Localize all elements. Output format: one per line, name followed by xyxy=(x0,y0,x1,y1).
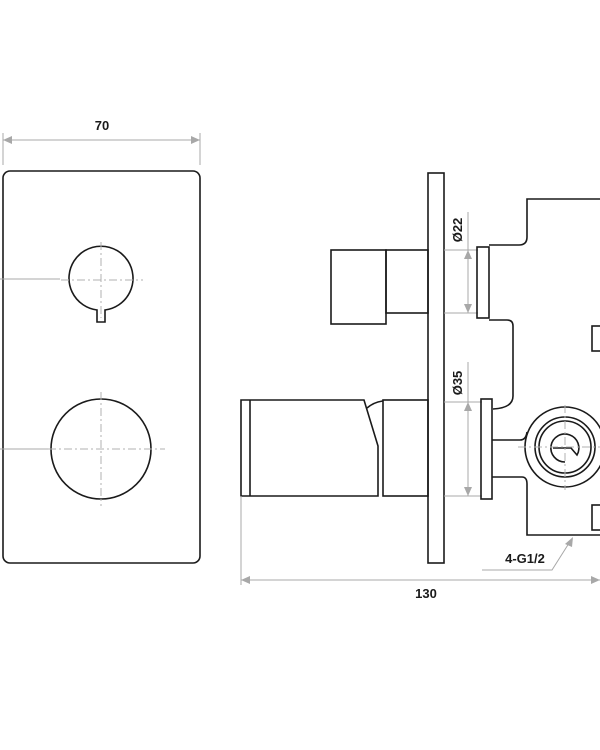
large-diameter-label: Ø35 xyxy=(450,371,465,396)
wall-plate xyxy=(427,172,445,564)
thermostat-handle-front xyxy=(48,392,165,506)
front-view: 70 xyxy=(0,118,201,564)
port-fitting xyxy=(518,405,600,490)
valve-body xyxy=(489,198,600,246)
small-diameter-label: Ø22 xyxy=(450,218,465,243)
width-label: 70 xyxy=(95,118,109,133)
thermostat-handle-side xyxy=(240,399,379,497)
diverter-knob-front xyxy=(61,242,143,323)
width-dimension: 70 xyxy=(2,118,201,165)
cover-plate xyxy=(2,170,201,564)
side-view: Ø22 Ø35 4-G1/2 xyxy=(240,172,600,601)
depth-label: 130 xyxy=(415,586,437,601)
diverter-knob-side xyxy=(330,249,387,325)
thread-label: 4-G1/2 xyxy=(505,551,545,566)
